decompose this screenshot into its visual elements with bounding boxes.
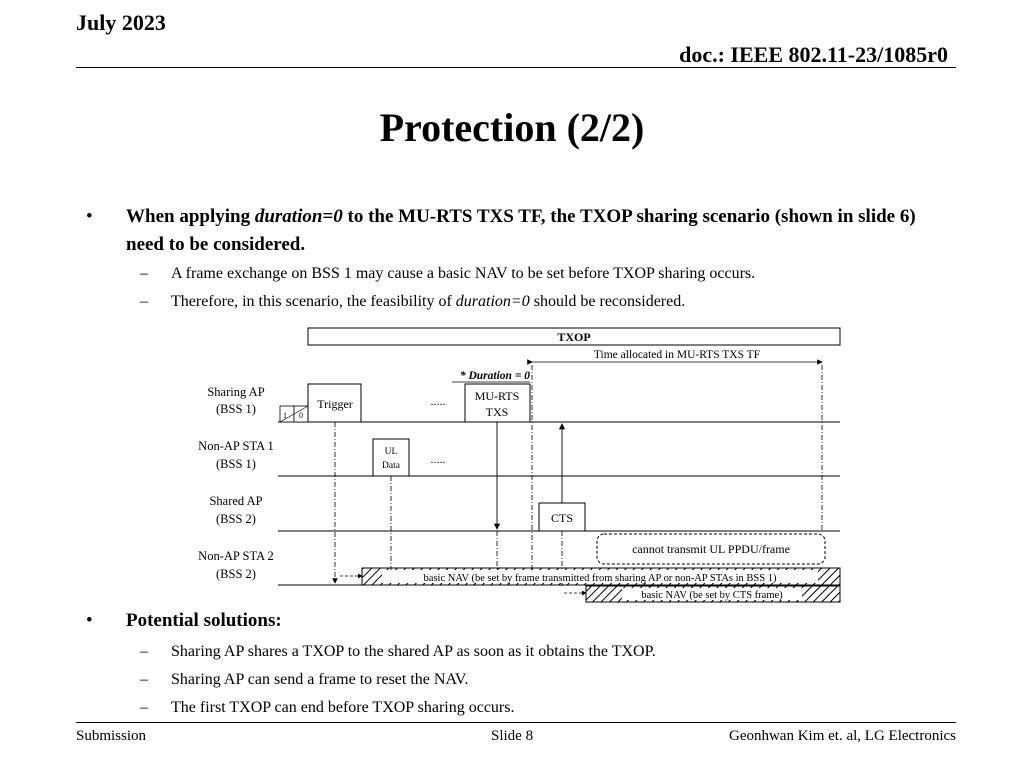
bullet-1-pre: When applying	[126, 206, 255, 227]
dash-marker: –	[140, 265, 148, 282]
footer-author: Geonhwan Kim et. al, LG Electronics	[728, 728, 956, 744]
ellipsis-non-ap-sta1: .....	[431, 452, 446, 466]
row-label-non-ap-sta2: Non-AP STA 2	[198, 549, 274, 563]
header-date: July 2023	[76, 10, 166, 35]
slide-title: Protection (2/2)	[379, 105, 645, 150]
sub-bullet-2-2-text: Sharing AP can send a frame to reset the…	[171, 671, 469, 688]
bullet-marker: •	[86, 610, 93, 631]
bullet-marker: •	[86, 206, 93, 227]
cts-box	[538, 502, 586, 532]
slot-diagonal	[279, 405, 309, 423]
footer-slide-number: Slide 8	[491, 728, 534, 744]
slot-label-1: 1	[283, 411, 287, 420]
sub-1-2-post: should be reconsidered.	[529, 293, 686, 310]
cannot-transmit-box	[596, 533, 826, 565]
slot-label-0: 0	[299, 411, 303, 420]
data-label: Data	[382, 461, 401, 471]
bullet-1: • When applying duration=0 to the MU-RTS…	[86, 203, 916, 259]
basic-nav-2-label: basic NAV (be set by CTS frame)	[641, 590, 783, 601]
row-label-non-ap-sta1-bss: (BSS 1)	[216, 457, 256, 471]
bullet-1-post: to the MU-RTS TXS TF, the TXOP sharing s…	[126, 206, 916, 255]
header-rule	[76, 67, 956, 68]
footer-rule	[76, 722, 956, 723]
bullet-2: • Potential solutions:	[86, 607, 916, 635]
row-label-shared-ap-bss: (BSS 2)	[216, 512, 256, 526]
time-allocated-label: Time allocated in MU-RTS TXS TF	[594, 349, 760, 361]
row-label-non-ap-sta1: Non-AP STA 1	[198, 439, 274, 453]
dash-marker: –	[140, 643, 148, 660]
nav2-label-bg	[622, 588, 802, 600]
header-doc-id: doc.: IEEE 802.11-23/1085r0	[679, 42, 948, 67]
cannot-transmit-label: cannot transmit UL PPDU/frame	[632, 542, 790, 556]
txs-label: TXS	[486, 405, 509, 419]
row-label-shared-ap: Shared AP	[209, 494, 262, 508]
ellipsis-sharing-ap: .....	[431, 394, 446, 408]
bullet-1-text: When applying duration=0 to the MU-RTS T…	[126, 203, 916, 259]
sub-1-2-pre: Therefore, in this scenario, the feasibi…	[171, 293, 456, 310]
txop-sharing-diagram: TXOP Time allocated in MU-RTS TXS TF * D…	[198, 327, 841, 603]
sub-bullet-1-2-text: Therefore, in this scenario, the feasibi…	[171, 292, 685, 312]
cts-label: CTS	[551, 511, 573, 525]
txop-bar	[307, 327, 841, 346]
mu-rts-label: MU-RTS	[475, 389, 520, 403]
txop-label: TXOP	[557, 330, 590, 344]
ul-label: UL	[385, 447, 398, 457]
nav1-label-bg	[382, 570, 818, 583]
dash-marker: –	[140, 699, 148, 716]
dash-marker: –	[140, 671, 148, 688]
sub-bullet-2-3-text: The first TXOP can end before TXOP shari…	[171, 699, 515, 716]
mu-rts-txs-box	[464, 383, 531, 423]
row-label-non-ap-sta2-bss: (BSS 2)	[216, 567, 256, 581]
sub-bullet-2-1-text: Sharing AP shares a TXOP to the shared A…	[171, 643, 656, 660]
ul-data-box	[372, 438, 410, 477]
footer-submission: Submission	[76, 728, 147, 744]
bullet-2-text: Potential solutions:	[126, 610, 282, 631]
sub-bullet-1-1-text: A frame exchange on BSS 1 may cause a ba…	[171, 265, 756, 282]
row-label-sharing-ap: Sharing AP	[207, 385, 264, 399]
trigger-label: Trigger	[317, 397, 353, 411]
sub-1-2-em: duration=0	[455, 293, 530, 310]
duration-note: * Duration = 0	[460, 370, 530, 382]
trigger-box	[307, 383, 362, 423]
basic-nav-1-label: basic NAV (be set by frame transmitted f…	[424, 573, 777, 584]
bullet-1-em: duration=0	[254, 206, 343, 227]
dash-marker: –	[140, 293, 148, 310]
row-label-sharing-ap-bss: (BSS 1)	[216, 402, 256, 416]
